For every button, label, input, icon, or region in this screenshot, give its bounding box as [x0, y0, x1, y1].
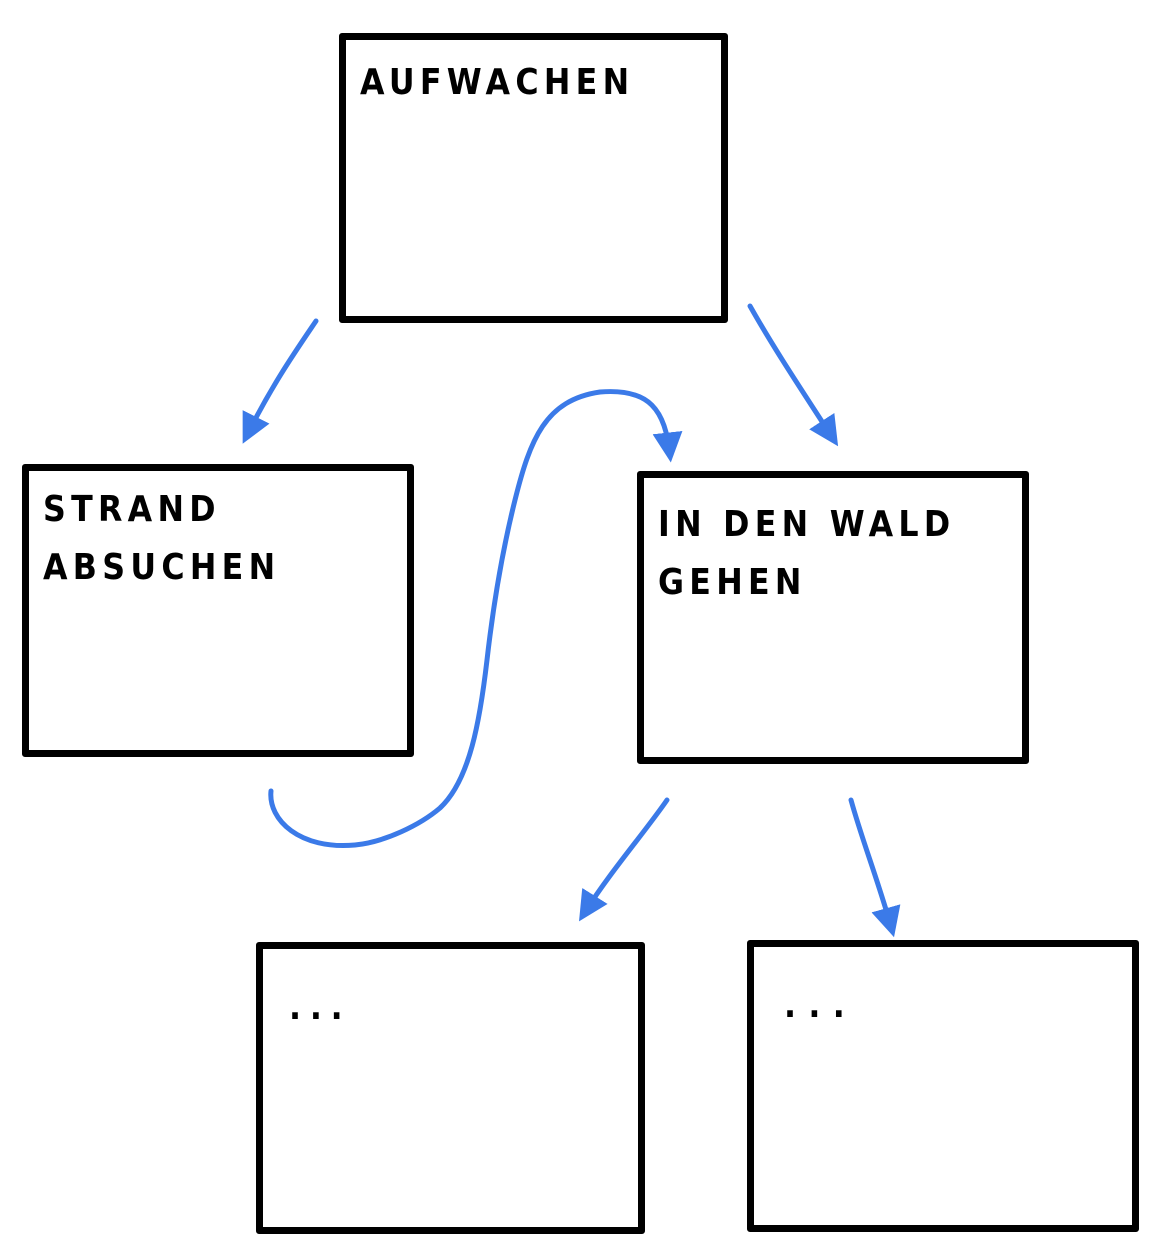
node-placeholder-right-label: ... — [784, 985, 858, 1026]
node-placeholder-left-label: ... — [289, 987, 352, 1028]
node-placeholder-left: ... — [256, 942, 645, 1234]
node-aufwachen-label: AUFWACHEN — [360, 62, 635, 103]
edge-aufwachen-to-strand — [242, 318, 319, 444]
edge-wald-to-next-right — [848, 797, 901, 938]
node-in-den-wald-gehen-label: IN DEN WALD GEHEN — [658, 504, 956, 603]
edge-wald-to-next-left — [579, 797, 670, 922]
node-aufwachen: AUFWACHEN — [339, 33, 728, 323]
node-strand-absuchen-label: STRAND ABSUCHEN — [43, 489, 281, 588]
node-placeholder-right: ... — [747, 940, 1139, 1232]
node-in-den-wald-gehen: IN DEN WALD GEHEN — [637, 471, 1029, 764]
node-strand-absuchen: STRAND ABSUCHEN — [22, 464, 414, 757]
edge-aufwachen-to-wald — [747, 303, 839, 447]
